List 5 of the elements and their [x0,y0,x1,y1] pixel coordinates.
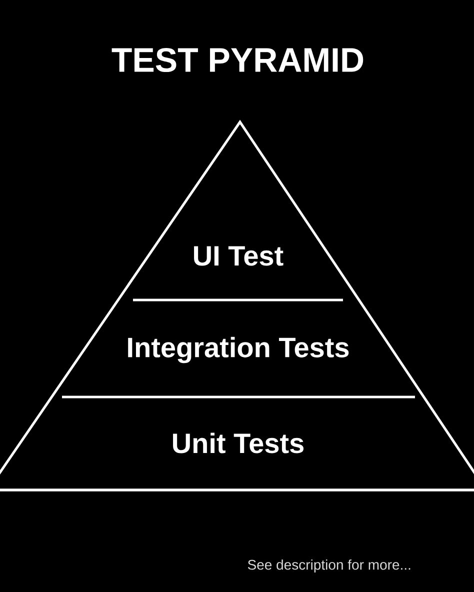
layer-label: UI Test [194,246,284,266]
title: TEST PYRAMID [112,48,364,72]
footer-note: See description for more... [248,559,410,572]
layer-label: Integration Tests [128,336,349,364]
layer-label: Unit Tests [173,432,304,454]
